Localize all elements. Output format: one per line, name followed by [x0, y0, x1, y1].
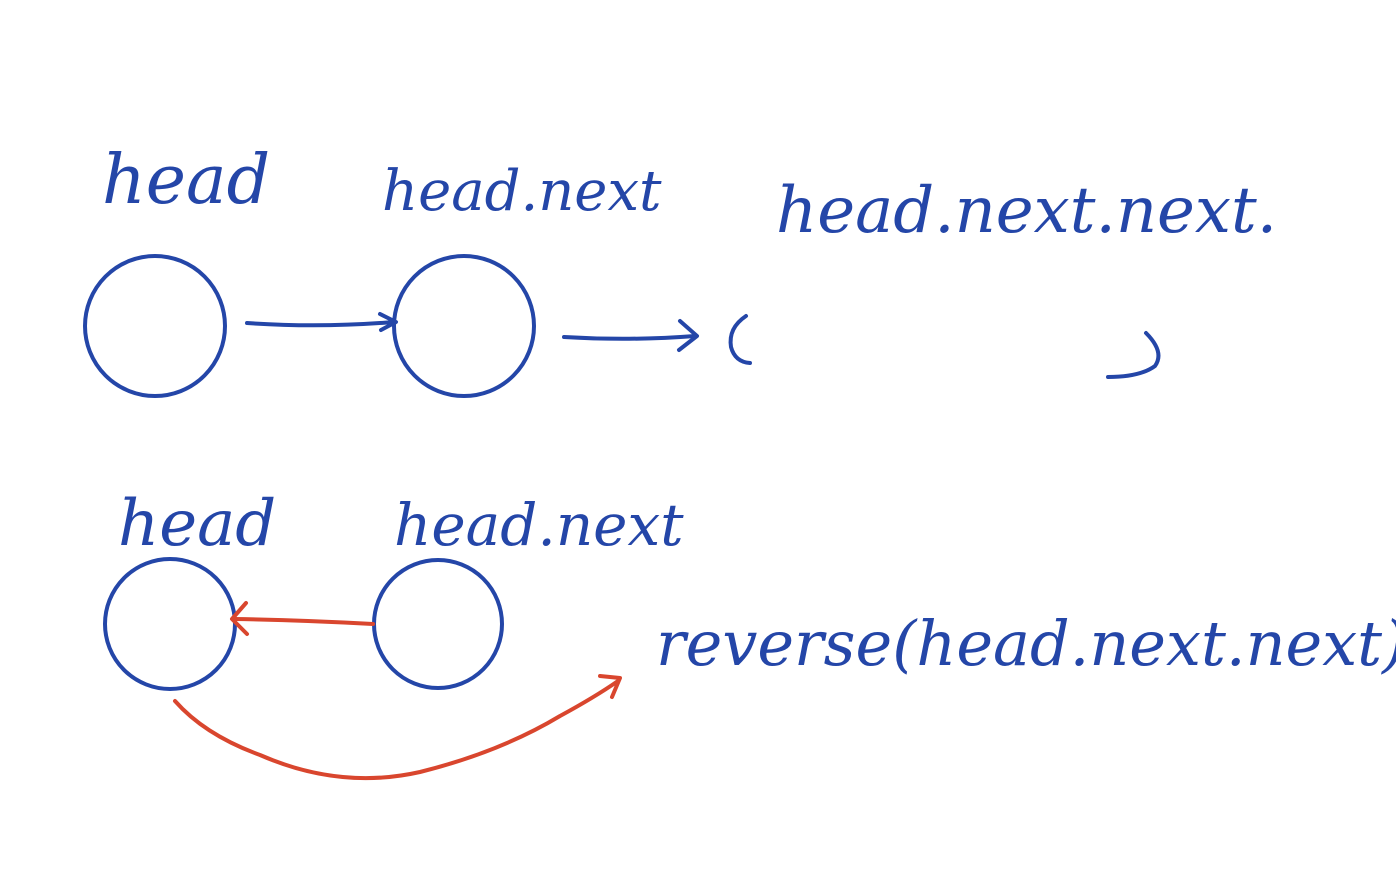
- top-arrow-next-to-rest: [562, 319, 699, 352]
- bottom-node-head-next: [372, 558, 504, 690]
- bottom-label-head: head: [118, 487, 276, 561]
- bottom-reversed-pointer-arrow: [230, 601, 375, 636]
- bottom-recursion-curve-arrow: [173, 674, 622, 781]
- top-rest-open-bracket: [728, 314, 752, 365]
- bottom-label-head-next: head.next: [394, 491, 684, 559]
- bottom-node-head: [103, 557, 237, 691]
- top-label-head-next: head.next: [382, 159, 662, 224]
- bottom-reverse-call: reverse(head.next.next): [656, 607, 1396, 680]
- top-rest-close-bracket: [1106, 331, 1161, 379]
- top-node-head: [83, 254, 227, 398]
- top-node-head-next: [392, 254, 536, 398]
- top-arrow-head-to-next: [245, 312, 398, 332]
- top-label-head-next-next: head.next.next.: [776, 174, 1277, 248]
- top-label-head: head: [102, 141, 270, 220]
